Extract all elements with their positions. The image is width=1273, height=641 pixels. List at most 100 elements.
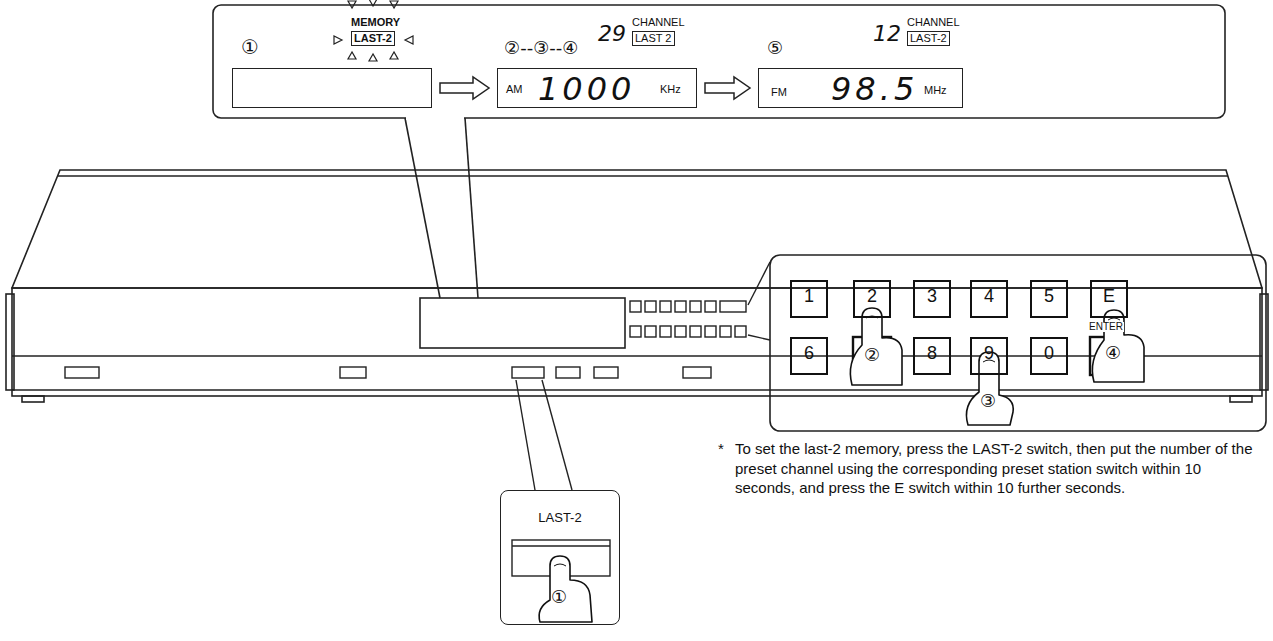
key-button: 6	[790, 337, 828, 375]
key-button: 2	[853, 280, 891, 318]
tuner-body	[12, 389, 1262, 391]
blink-marks	[369, 54, 377, 61]
blink-marks	[390, 52, 398, 59]
callout-number: ⑤	[767, 39, 783, 57]
leader-line	[748, 335, 770, 340]
callout-number: ①	[551, 588, 567, 606]
panel-buttons	[690, 301, 701, 312]
keypad-inset	[770, 255, 1266, 431]
callout-number: ②	[864, 346, 880, 364]
channel-number: 12	[873, 23, 901, 45]
key-label: 2	[867, 287, 877, 305]
blink-marks	[348, 1, 356, 8]
band-text: FM	[771, 87, 787, 98]
key-button: 8	[913, 337, 951, 375]
key-label: 8	[927, 344, 937, 362]
key-button: 3	[913, 280, 951, 318]
tuner-body	[12, 170, 1262, 288]
key-label: 4	[984, 287, 994, 305]
last2-button	[512, 545, 610, 546]
panel-buttons	[556, 367, 580, 378]
panel-buttons	[675, 301, 686, 312]
key-label: 6	[804, 344, 814, 362]
callout-number: ③	[980, 392, 996, 410]
indicator-text: LAST-2	[351, 31, 395, 46]
panel-buttons	[630, 301, 641, 312]
pressing-finger	[850, 308, 902, 385]
indicator-text: LAST-2	[907, 31, 950, 46]
leader-line	[748, 262, 770, 305]
channel-number: 29	[598, 23, 626, 45]
key-label: 1	[804, 287, 814, 305]
panel-buttons	[645, 301, 656, 312]
blink-marks	[334, 36, 342, 44]
panel-buttons	[65, 301, 746, 378]
tuner-body	[12, 355, 1262, 357]
leader-line	[542, 380, 572, 490]
indicator-text: MEMORY	[351, 17, 400, 28]
pressing-finger	[1092, 310, 1144, 382]
key-button: EENTER	[1090, 280, 1128, 318]
indicator-text: LAST 2	[632, 31, 675, 46]
callout-bubble	[465, 118, 478, 298]
panel-buttons	[705, 301, 716, 312]
callout-bubble	[213, 5, 1225, 118]
note-mark: *	[718, 441, 724, 456]
tuner-body	[6, 170, 1268, 402]
key-button: 5	[1030, 280, 1068, 318]
key-label: 0	[1044, 344, 1054, 362]
pressing-finger	[539, 556, 592, 622]
switch-name: LAST-2	[538, 511, 581, 524]
indicator-text: CHANNEL	[907, 17, 960, 28]
callout-number: ②--③--④	[504, 39, 578, 57]
key-label: E	[1103, 287, 1115, 305]
blink-marks	[348, 52, 356, 59]
panel-buttons	[720, 301, 746, 312]
band-text: AM	[506, 84, 523, 95]
tuner-body	[420, 298, 625, 348]
finger-nail	[1108, 318, 1120, 320]
blink-marks	[390, 1, 398, 8]
tuner-body	[12, 288, 1262, 396]
tuner-body	[58, 175, 1228, 177]
leader-line	[516, 262, 770, 490]
key-button: 4	[970, 280, 1008, 318]
callout-number: ①	[241, 37, 259, 57]
panel-buttons	[675, 326, 686, 337]
key-label: 5	[1044, 287, 1054, 305]
finger-nail	[554, 564, 566, 566]
frequency-readout: 98.5	[831, 73, 918, 105]
panel-buttons	[705, 326, 716, 337]
key-button: 1	[790, 280, 828, 318]
key-label: 3	[927, 287, 937, 305]
callout-bubble	[213, 5, 1225, 298]
panel-buttons	[630, 326, 641, 337]
tuner-body	[6, 294, 14, 390]
indicator-text: CHANNEL	[632, 17, 685, 28]
display-panel: ⑤12CHANNELLAST-2FM98.5MHz	[758, 68, 963, 108]
sequence-arrow	[440, 77, 489, 99]
key-button: 9	[970, 337, 1008, 375]
panel-buttons	[660, 301, 671, 312]
leader-line	[516, 380, 535, 490]
bubble-gap	[406, 116, 464, 120]
tuner-body	[22, 396, 44, 402]
tuner-body	[1230, 396, 1252, 402]
blink-marks	[405, 36, 413, 44]
key-label: 9	[984, 344, 994, 362]
display-panel: ①MEMORYLAST-2	[232, 68, 432, 108]
key-caption: ENTER	[1088, 322, 1124, 332]
keypad-inset	[770, 255, 1266, 431]
panel-buttons	[690, 326, 701, 337]
panel-buttons	[512, 367, 544, 378]
note-text: To set the last-2 memory, press the LAST…	[735, 439, 1263, 498]
unit-text: MHz	[924, 85, 947, 96]
callout-number: ④	[1105, 344, 1121, 362]
panel-buttons	[340, 367, 366, 378]
panel-buttons	[65, 367, 99, 378]
blink-marks	[369, 0, 377, 6]
key-button: 0	[1030, 337, 1068, 375]
panel-buttons	[645, 326, 656, 337]
unit-text: KHz	[660, 84, 681, 95]
